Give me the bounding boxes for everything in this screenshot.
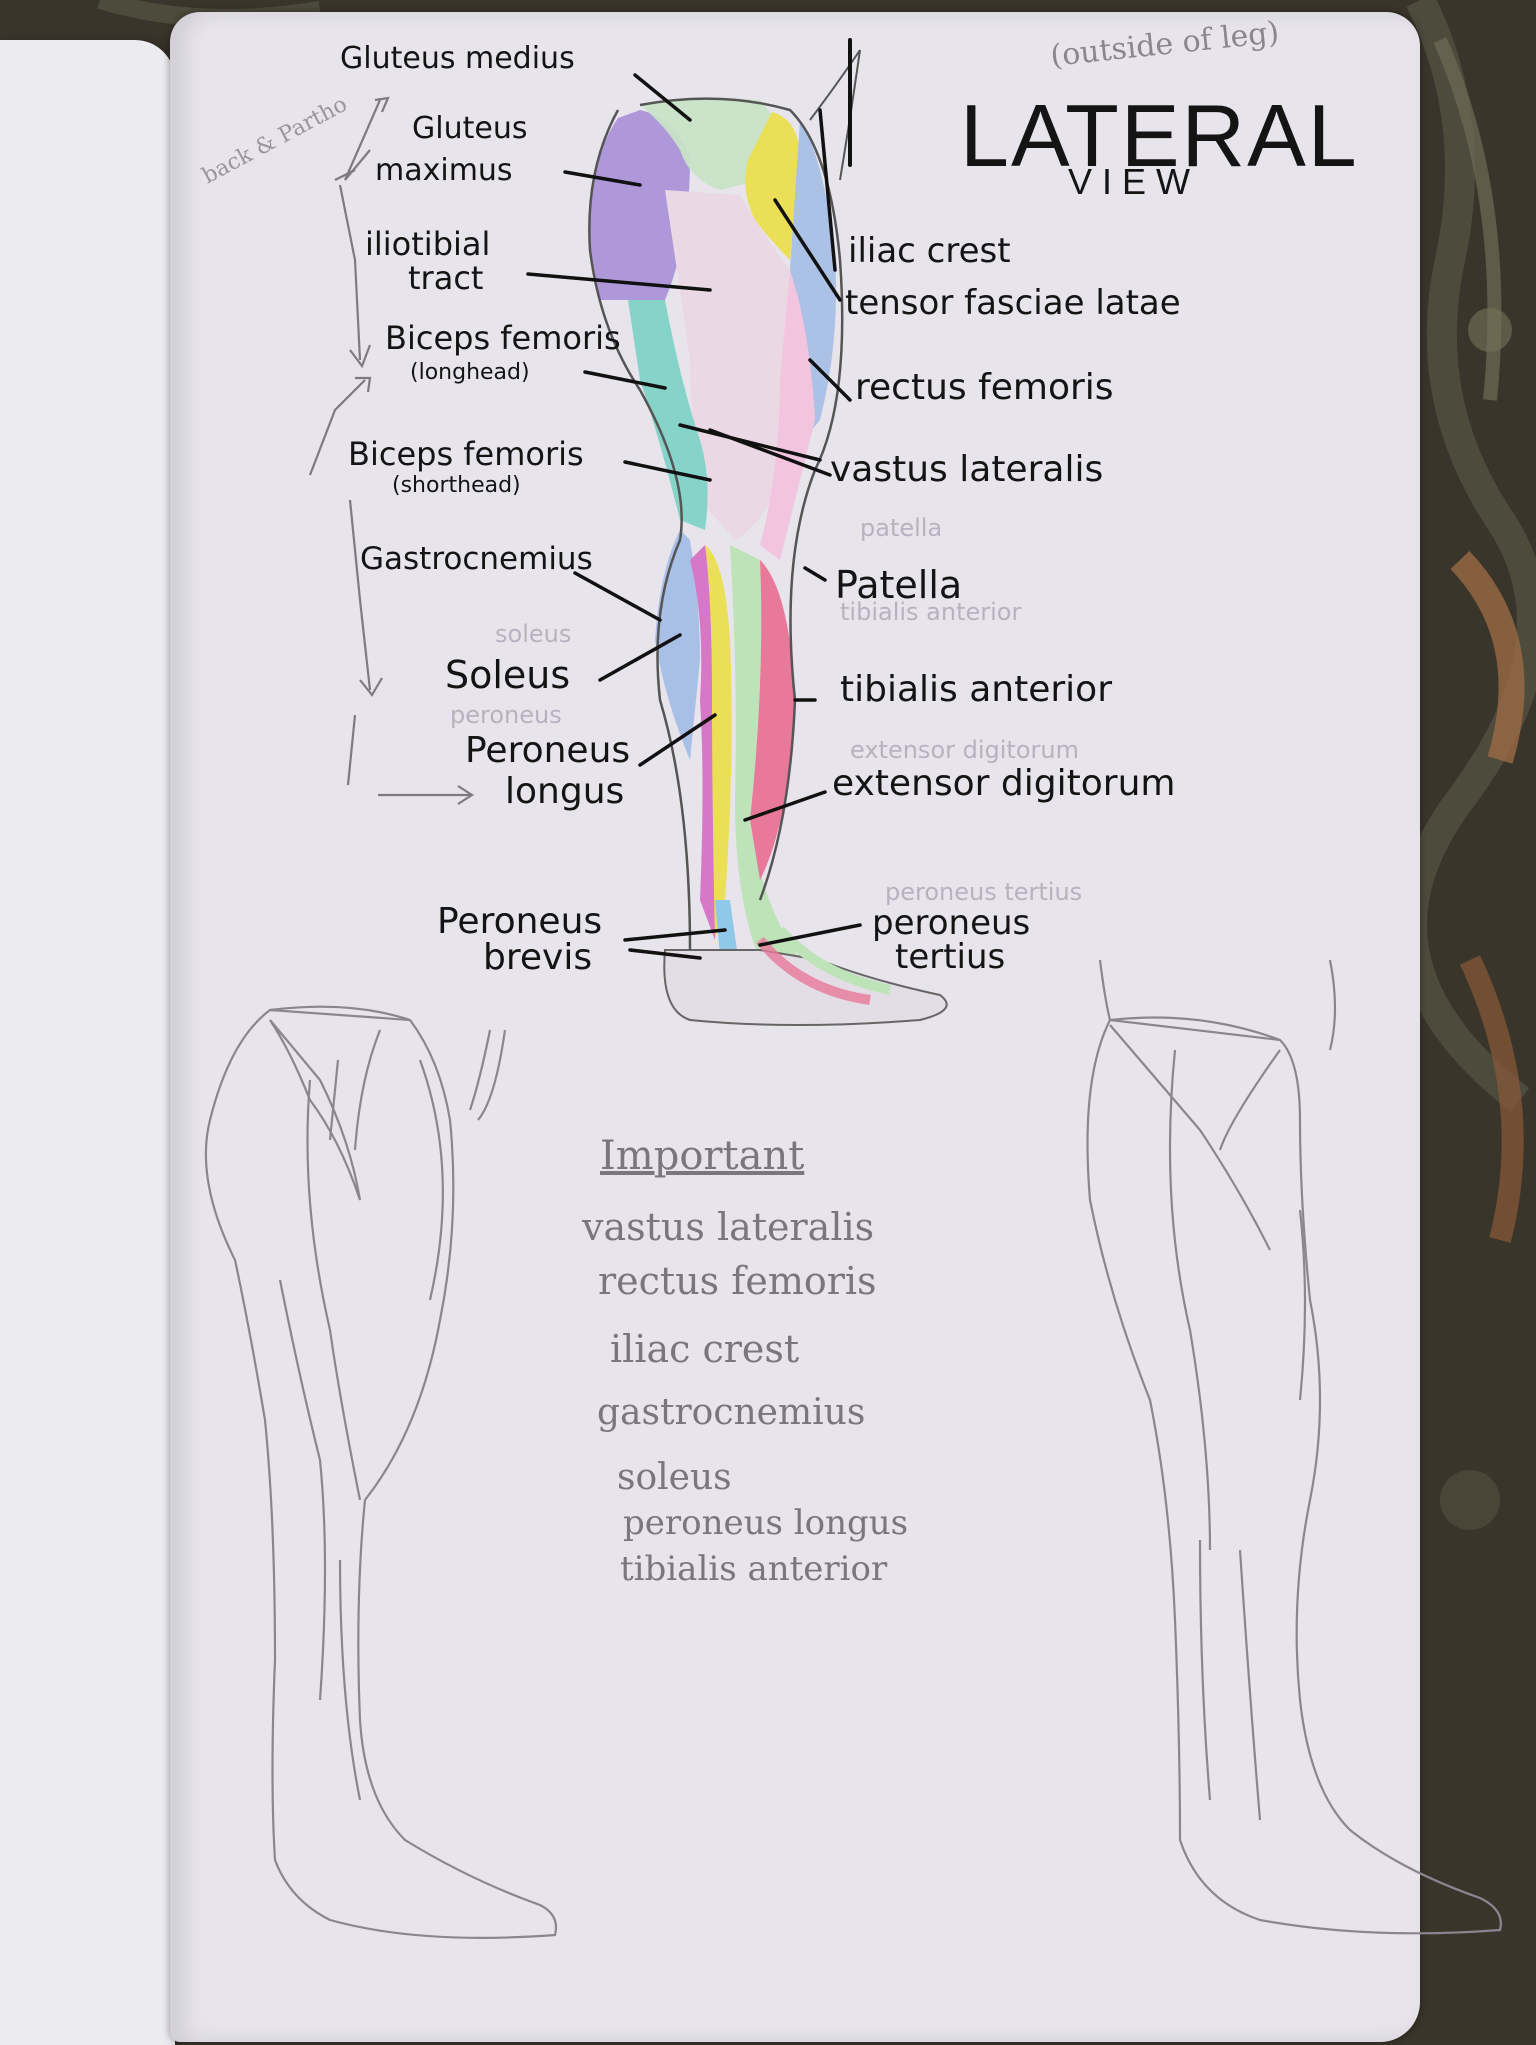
label-peroneus-brevis-line2: brevis	[483, 940, 592, 976]
label-gluteus-maximus-line1: Gluteus	[412, 114, 527, 144]
label-rectus-femoris: rectus femoris	[855, 370, 1114, 406]
label-vastus-lateralis: vastus lateralis	[830, 452, 1103, 488]
important-item: iliac crest	[610, 1330, 799, 1368]
label-soleus: Soleus	[445, 656, 570, 694]
label-peroneus-longus-line1: Peroneus	[465, 733, 630, 769]
faint-label-extensor: extensor digitorum	[850, 738, 1079, 762]
label-biceps-short-line2: (shorthead)	[392, 475, 521, 497]
important-item: tibialis anterior	[620, 1552, 887, 1586]
label-gluteus-maximus-line2: maximus	[375, 156, 513, 186]
faint-label-patella: patella	[860, 516, 942, 540]
label-iliac-crest: iliac crest	[848, 234, 1011, 268]
label-gluteus-medius: Gluteus medius	[340, 44, 575, 74]
label-peroneus-longus-line2: longus	[505, 774, 624, 810]
label-tensor-fasciae-latae: tensor fasciae latae	[845, 286, 1181, 320]
label-iliotibial-line1: iliotibial	[365, 228, 490, 260]
right-leg-sketch	[1088, 960, 1501, 1933]
important-item: gastrocnemius	[597, 1395, 865, 1431]
faint-label-soleus: soleus	[495, 622, 571, 646]
label-gastrocnemius: Gastrocnemius	[360, 544, 593, 575]
page-subtitle: VIEW	[1068, 164, 1200, 200]
important-heading: Important	[600, 1136, 804, 1176]
label-iliotibial-line2: tract	[408, 262, 483, 294]
label-biceps-short-line1: Biceps femoris	[348, 438, 584, 470]
faint-label-peroneus-tertius: peroneus tertius	[885, 880, 1082, 904]
label-peroneus-brevis-line1: Peroneus	[437, 904, 602, 940]
label-peroneus-tertius-line2: tertius	[895, 940, 1005, 974]
label-tibialis-anterior: tibialis anterior	[840, 672, 1112, 708]
important-item: vastus lateralis	[582, 1208, 874, 1246]
important-item: soleus	[617, 1460, 732, 1496]
faint-label-tibialis: tibialis anterior	[840, 600, 1021, 624]
left-leg-sketch	[206, 1007, 556, 1938]
faint-label-peroneus: peroneus	[450, 703, 562, 727]
important-item: rectus femoris	[598, 1262, 877, 1300]
label-peroneus-tertius-line1: peroneus	[872, 906, 1030, 940]
label-biceps-long-line1: Biceps femoris	[385, 322, 621, 354]
label-biceps-long-line2: (longhead)	[410, 362, 530, 384]
important-item: peroneus longus	[623, 1506, 908, 1540]
label-extensor-digitorum: extensor digitorum	[832, 766, 1175, 802]
